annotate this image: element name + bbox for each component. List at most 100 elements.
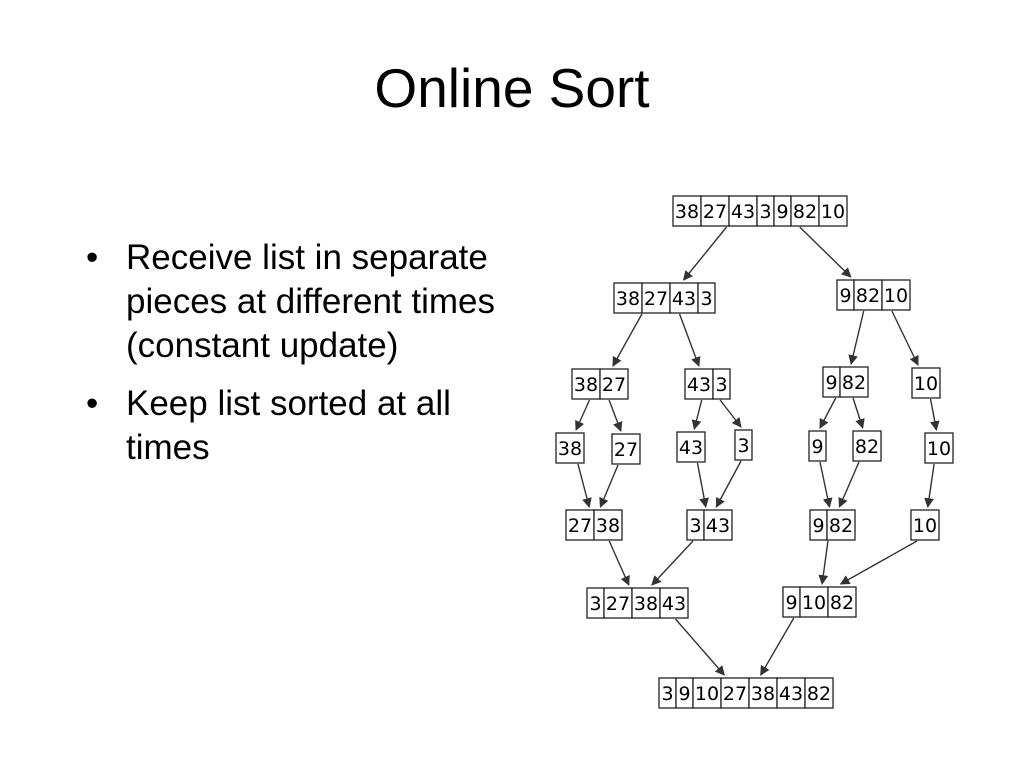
array-cell-value: 3	[661, 683, 673, 705]
array-cell-value: 38	[675, 201, 699, 223]
array-cell-value: 43	[662, 593, 686, 615]
bullet-text: Keep list sorted at all times	[126, 384, 451, 467]
arrow-edge	[577, 463, 592, 508]
array-cell-value: 82	[807, 683, 831, 705]
array-cell-value: 38	[596, 515, 620, 537]
bullet-list: • Receive list in separate pieces at diff…	[82, 236, 512, 484]
array-node: 27	[611, 433, 641, 465]
array-cell	[808, 430, 827, 462]
arrow-edge	[819, 461, 833, 508]
array-cell	[593, 509, 623, 541]
array-cell-value: 10	[927, 438, 951, 460]
array-cell	[712, 368, 731, 400]
array-cell-value: 27	[723, 683, 747, 705]
array-cell-value: 43	[731, 201, 755, 223]
array-cell-value: 9	[811, 436, 823, 458]
array-cell	[641, 282, 671, 314]
array-cell	[659, 587, 689, 619]
arrow-edge	[760, 617, 795, 676]
array-cell-value: 9	[839, 285, 851, 307]
diagram-edges	[575, 226, 940, 676]
array-cell-value: 10	[802, 592, 826, 614]
array-cell	[565, 509, 595, 541]
array-cell	[911, 367, 941, 399]
array-cell-value: 3	[737, 435, 749, 457]
array-cell-value: 9	[776, 201, 788, 223]
array-cell-value: 82	[830, 592, 854, 614]
array-cell	[826, 509, 856, 541]
array-cell-value: 38	[558, 438, 582, 460]
array-cell-value: 82	[829, 515, 853, 537]
arrow-edge	[682, 226, 728, 281]
arrow-edge	[651, 540, 694, 586]
array-cell-value: 27	[644, 288, 668, 310]
array-cell	[790, 195, 820, 227]
array-cell	[599, 368, 629, 400]
array-node: 82	[852, 430, 882, 462]
arrow-edge	[852, 397, 865, 429]
array-cell-value: 38	[574, 374, 598, 396]
array-cell	[852, 430, 882, 462]
array-node: 3	[734, 429, 753, 461]
arrow-edge	[891, 310, 919, 366]
arrow-edge	[848, 310, 865, 365]
array-cell-value: 3	[689, 515, 701, 537]
array-cell	[881, 279, 911, 311]
array-cell	[818, 195, 848, 227]
arrow-edge	[819, 397, 837, 429]
array-cell-value: 3	[715, 374, 727, 396]
arrow-edge	[838, 461, 860, 508]
bullet-dot-icon: •	[86, 238, 99, 277]
array-cell	[631, 587, 661, 619]
array-cell-value: 38	[634, 593, 658, 615]
array-cell-value: 3	[700, 288, 712, 310]
array-cell-value: 10	[695, 683, 719, 705]
array-cell-value: 10	[914, 373, 938, 395]
array-cell-value: 9	[678, 683, 690, 705]
arrow-edge	[715, 460, 742, 508]
array-cell-value: 9	[812, 515, 824, 537]
array-cell	[910, 509, 940, 541]
arrow-edge	[608, 399, 623, 432]
bullet-text: Receive list in separate pieces at diffe…	[126, 238, 495, 365]
array-cell-value: 38	[751, 683, 775, 705]
array-cell-value: 27	[703, 201, 727, 223]
array-node: 9	[808, 430, 827, 462]
array-cell	[672, 195, 702, 227]
array-cell	[703, 509, 733, 541]
array-cell-value: 27	[606, 593, 630, 615]
array-node: 10	[924, 432, 954, 464]
array-node: 43	[676, 431, 706, 463]
array-cell	[734, 429, 753, 461]
arrow-edge	[696, 462, 709, 508]
arrow-edge	[799, 226, 852, 278]
array-cell	[611, 433, 641, 465]
arrow-edge	[608, 540, 630, 586]
array-cell-value: 9	[785, 592, 797, 614]
array-node: 38	[555, 432, 585, 464]
array-node: 10	[911, 367, 941, 399]
array-cell	[697, 282, 716, 314]
array-cell	[676, 431, 706, 463]
arrow-edge	[674, 618, 725, 676]
array-cell-value: 82	[793, 201, 817, 223]
array-cell-value: 82	[855, 436, 879, 458]
arrow-edge	[818, 540, 829, 585]
arrow-edge	[924, 463, 935, 508]
array-cell	[555, 432, 585, 464]
array-cell	[827, 586, 857, 618]
array-cell-value: 3	[589, 593, 601, 615]
array-cell	[700, 195, 730, 227]
arrow-edge	[612, 313, 643, 367]
bullet-item: •Keep list sorted at all times	[82, 382, 512, 470]
